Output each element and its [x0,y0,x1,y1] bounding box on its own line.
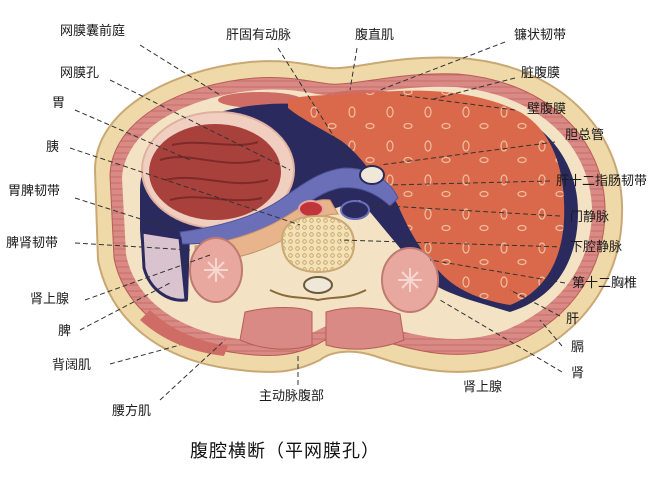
erector-spinae-right [325,307,405,350]
label-falciform-ligament: 镰状韧带 [514,28,567,43]
label-kidney: 肾 [571,366,585,381]
label-diaphragm: 膈 [571,340,585,355]
label-adrenal-gland-right: 肾上腺 [463,380,503,395]
label-parietal-peritoneum: 壁腹膜 [527,102,567,117]
portal-triad [359,165,385,185]
aorta [298,200,324,218]
spinal-canal [303,276,333,294]
label-spleen: 脾 [58,324,72,339]
label-latissimus-dorsi: 背阔肌 [52,358,92,373]
label-rectus-abdominis: 腹直肌 [355,28,395,43]
label-visceral-peritoneum: 脏腹膜 [521,66,561,81]
inferior-vena-cava [340,200,370,220]
label-splenorenal-ligament: 脾肾韧带 [6,236,59,251]
label-hepatoduodenal-ligament: 肝十二指肠韧带 [556,174,648,189]
label-liver: 肝 [566,312,580,327]
label-pancreas: 胰 [46,140,60,155]
label-gastrosplenic-ligament: 胃脾韧带 [8,184,61,199]
latissimus-dorsi [140,310,228,356]
leader-lines [69,41,566,401]
label-abdominal-aorta: 主动脉腹部 [259,389,325,404]
label-adrenal-gland-left: 肾上腺 [30,292,70,307]
label-portal-vein: 门静脉 [570,210,610,225]
label-proper-hepatic-artery: 肝固有动脉 [226,28,292,43]
vertebral-body [280,214,356,274]
label-epiploic-foramen: 网膜孔 [60,66,100,81]
erector-spinae-left [239,307,313,350]
label-omental-bursa-vestibule: 网膜囊前庭 [60,24,126,39]
label-common-bile-duct: 胆总管 [565,128,605,143]
label-stomach: 胃 [52,96,66,111]
figure-title: 腹腔横断（平网膜孔） [190,441,380,462]
label-twelfth-thoracic-vertebra: 第十二胸椎 [572,276,638,291]
label-inferior-vena-cava: 下腔静脉 [570,240,623,255]
label-quadratus-lumborum: 腰方肌 [112,404,152,419]
stomach-mucosa [149,124,281,220]
